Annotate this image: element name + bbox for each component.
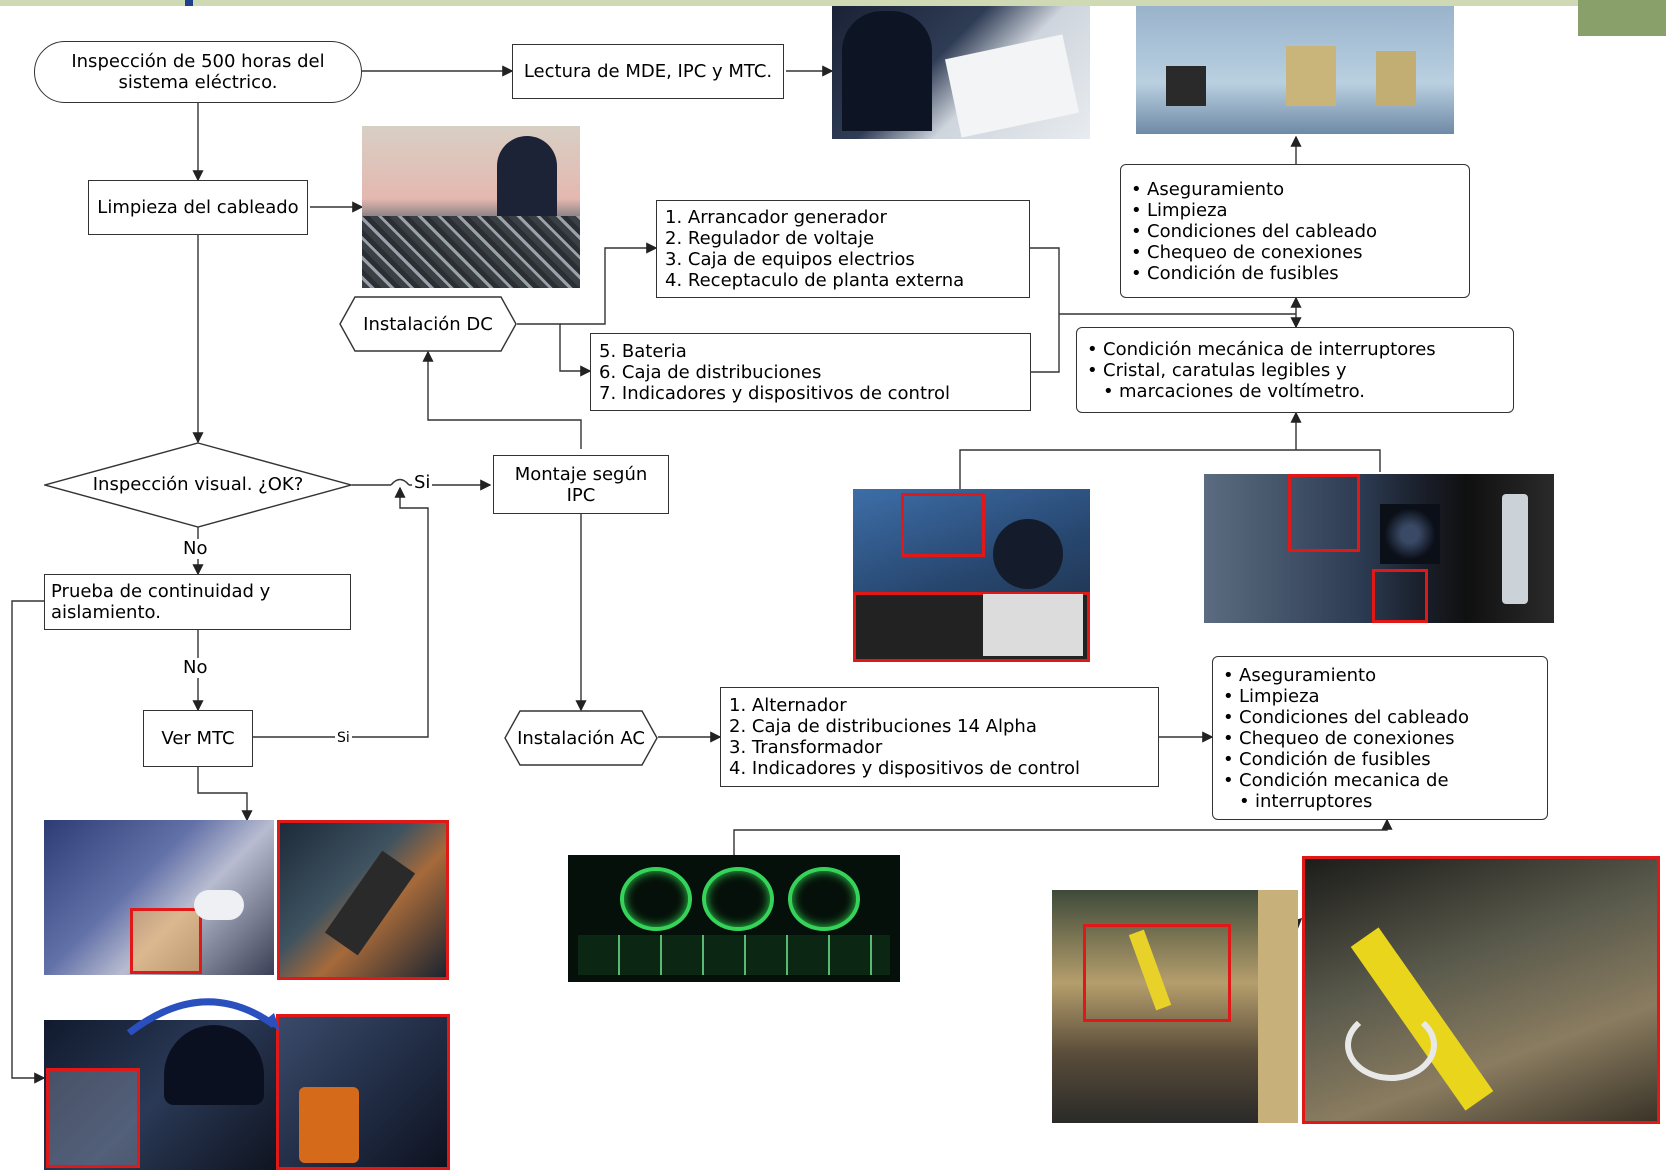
dc-item: 7. Indicadores y dispositivos de control (599, 382, 951, 404)
wire-cleaning-label: Limpieza del cableado (97, 197, 299, 218)
check-item: Limpieza (1223, 686, 1320, 707)
checklist-ac: Aseguramiento Limpieza Condiciones del c… (1212, 656, 1548, 820)
check-item: Chequeo de conexiones (1131, 242, 1363, 263)
node-continuity-test: Prueba de continuidad y aislamiento. (44, 574, 351, 630)
photo-insulation-meter (276, 1014, 450, 1170)
photo-fuse-box (1136, 6, 1454, 134)
ac-item: 1. Alternador (729, 695, 847, 716)
photo-manual-reading (832, 6, 1090, 139)
curved-arrow-icon (126, 998, 280, 1035)
corner-accent (1578, 0, 1666, 36)
ac-components-group: 1. Alternador 2. Caja de distribuciones … (720, 687, 1159, 787)
node-ipc-assembly: Montaje según IPC (493, 455, 669, 514)
hexagon-dc-install (339, 296, 517, 352)
ac-item: 4. Indicadores y dispositivos de control (729, 758, 1081, 779)
top-decor-bar (0, 0, 1666, 6)
dc-item: 6. Caja de distribuciones (599, 361, 822, 383)
dc-item: 5. Bateria (599, 340, 687, 362)
photo-insulation-test (44, 1020, 276, 1170)
visual-inspection-label: Inspección visual. ¿OK? (92, 473, 304, 495)
ac-install-label: Instalación AC (517, 727, 645, 749)
node-read-manuals: Lectura de MDE, IPC y MTC. (512, 44, 784, 99)
check-item: Cristal, caratulas legibles y (1087, 360, 1347, 381)
photo-wire-cleaning (362, 126, 580, 288)
continuity-test-label: Prueba de continuidad y aislamiento. (51, 581, 271, 623)
check-item: Condición de fusibles (1131, 263, 1339, 284)
read-manuals-label: Lectura de MDE, IPC y MTC. (523, 61, 773, 82)
edge-label-no-2: No (181, 657, 210, 678)
check-item: Aseguramiento (1223, 665, 1376, 686)
dc-components-group-2: 5. Bateria 6. Caja de distribuciones 7. … (590, 333, 1031, 411)
decision-visual-inspection (44, 442, 352, 528)
check-item: Limpieza (1131, 200, 1228, 221)
photo-continuity-test (44, 820, 274, 975)
check-item: Condiciones del cableado (1223, 707, 1469, 728)
ac-item: 3. Transformador (729, 737, 883, 758)
check-item: Condición mecanica de (1223, 770, 1449, 791)
edge-label-yes-2: Si (335, 728, 352, 748)
start-node-label: Inspección de 500 horas del sistema eléc… (71, 51, 325, 93)
node-see-mtc: Ver MTC (143, 710, 253, 767)
check-item-cont: marcaciones de voltímetro. (1087, 381, 1365, 402)
edge-label-no-1: No (181, 538, 210, 559)
photo-transformer-wiring (1052, 890, 1298, 1123)
see-mtc-label: Ver MTC (161, 728, 235, 749)
ac-item: 2. Caja de distribuciones 14 Alpha (729, 716, 1037, 737)
ipc-assembly-label: Montaje según IPC (514, 463, 648, 506)
photo-generator-inspection (853, 489, 1090, 662)
top-decor-mark (185, 0, 193, 6)
hexagon-ac-install (504, 710, 658, 766)
dc-components-group-1: 1. Arrancador generador 2. Regulador de … (656, 200, 1030, 298)
photo-wire-label-zoom (1302, 856, 1660, 1124)
check-item: Aseguramiento (1131, 179, 1284, 200)
check-item: Condición de fusibles (1223, 749, 1431, 770)
edge-label-yes-1: Si (412, 472, 433, 493)
check-item-cont: interruptores (1223, 791, 1372, 812)
photo-instrument-panel (568, 855, 900, 982)
dc-install-label: Instalación DC (363, 313, 493, 335)
check-item: Condición mecánica de interruptores (1087, 339, 1436, 360)
dc-item: 1. Arrancador generador (665, 207, 887, 228)
start-node-inspection: Inspección de 500 horas del sistema eléc… (34, 41, 362, 103)
checklist-top: Aseguramiento Limpieza Condiciones del c… (1120, 164, 1470, 298)
check-item: Chequeo de conexiones (1223, 728, 1455, 749)
dc-item: 2. Regulador de voltaje (665, 228, 875, 249)
node-wire-cleaning: Limpieza del cableado (88, 180, 308, 235)
dc-item: 4. Receptaculo de planta externa (665, 270, 965, 291)
check-item: Condiciones del cableado (1131, 221, 1377, 242)
checklist-mid: Condición mecánica de interruptores Cris… (1076, 327, 1514, 413)
dc-item: 3. Caja de equipos electrios (665, 249, 915, 270)
photo-connector-fuse (1204, 474, 1554, 623)
photo-continuity-meter (277, 820, 449, 980)
